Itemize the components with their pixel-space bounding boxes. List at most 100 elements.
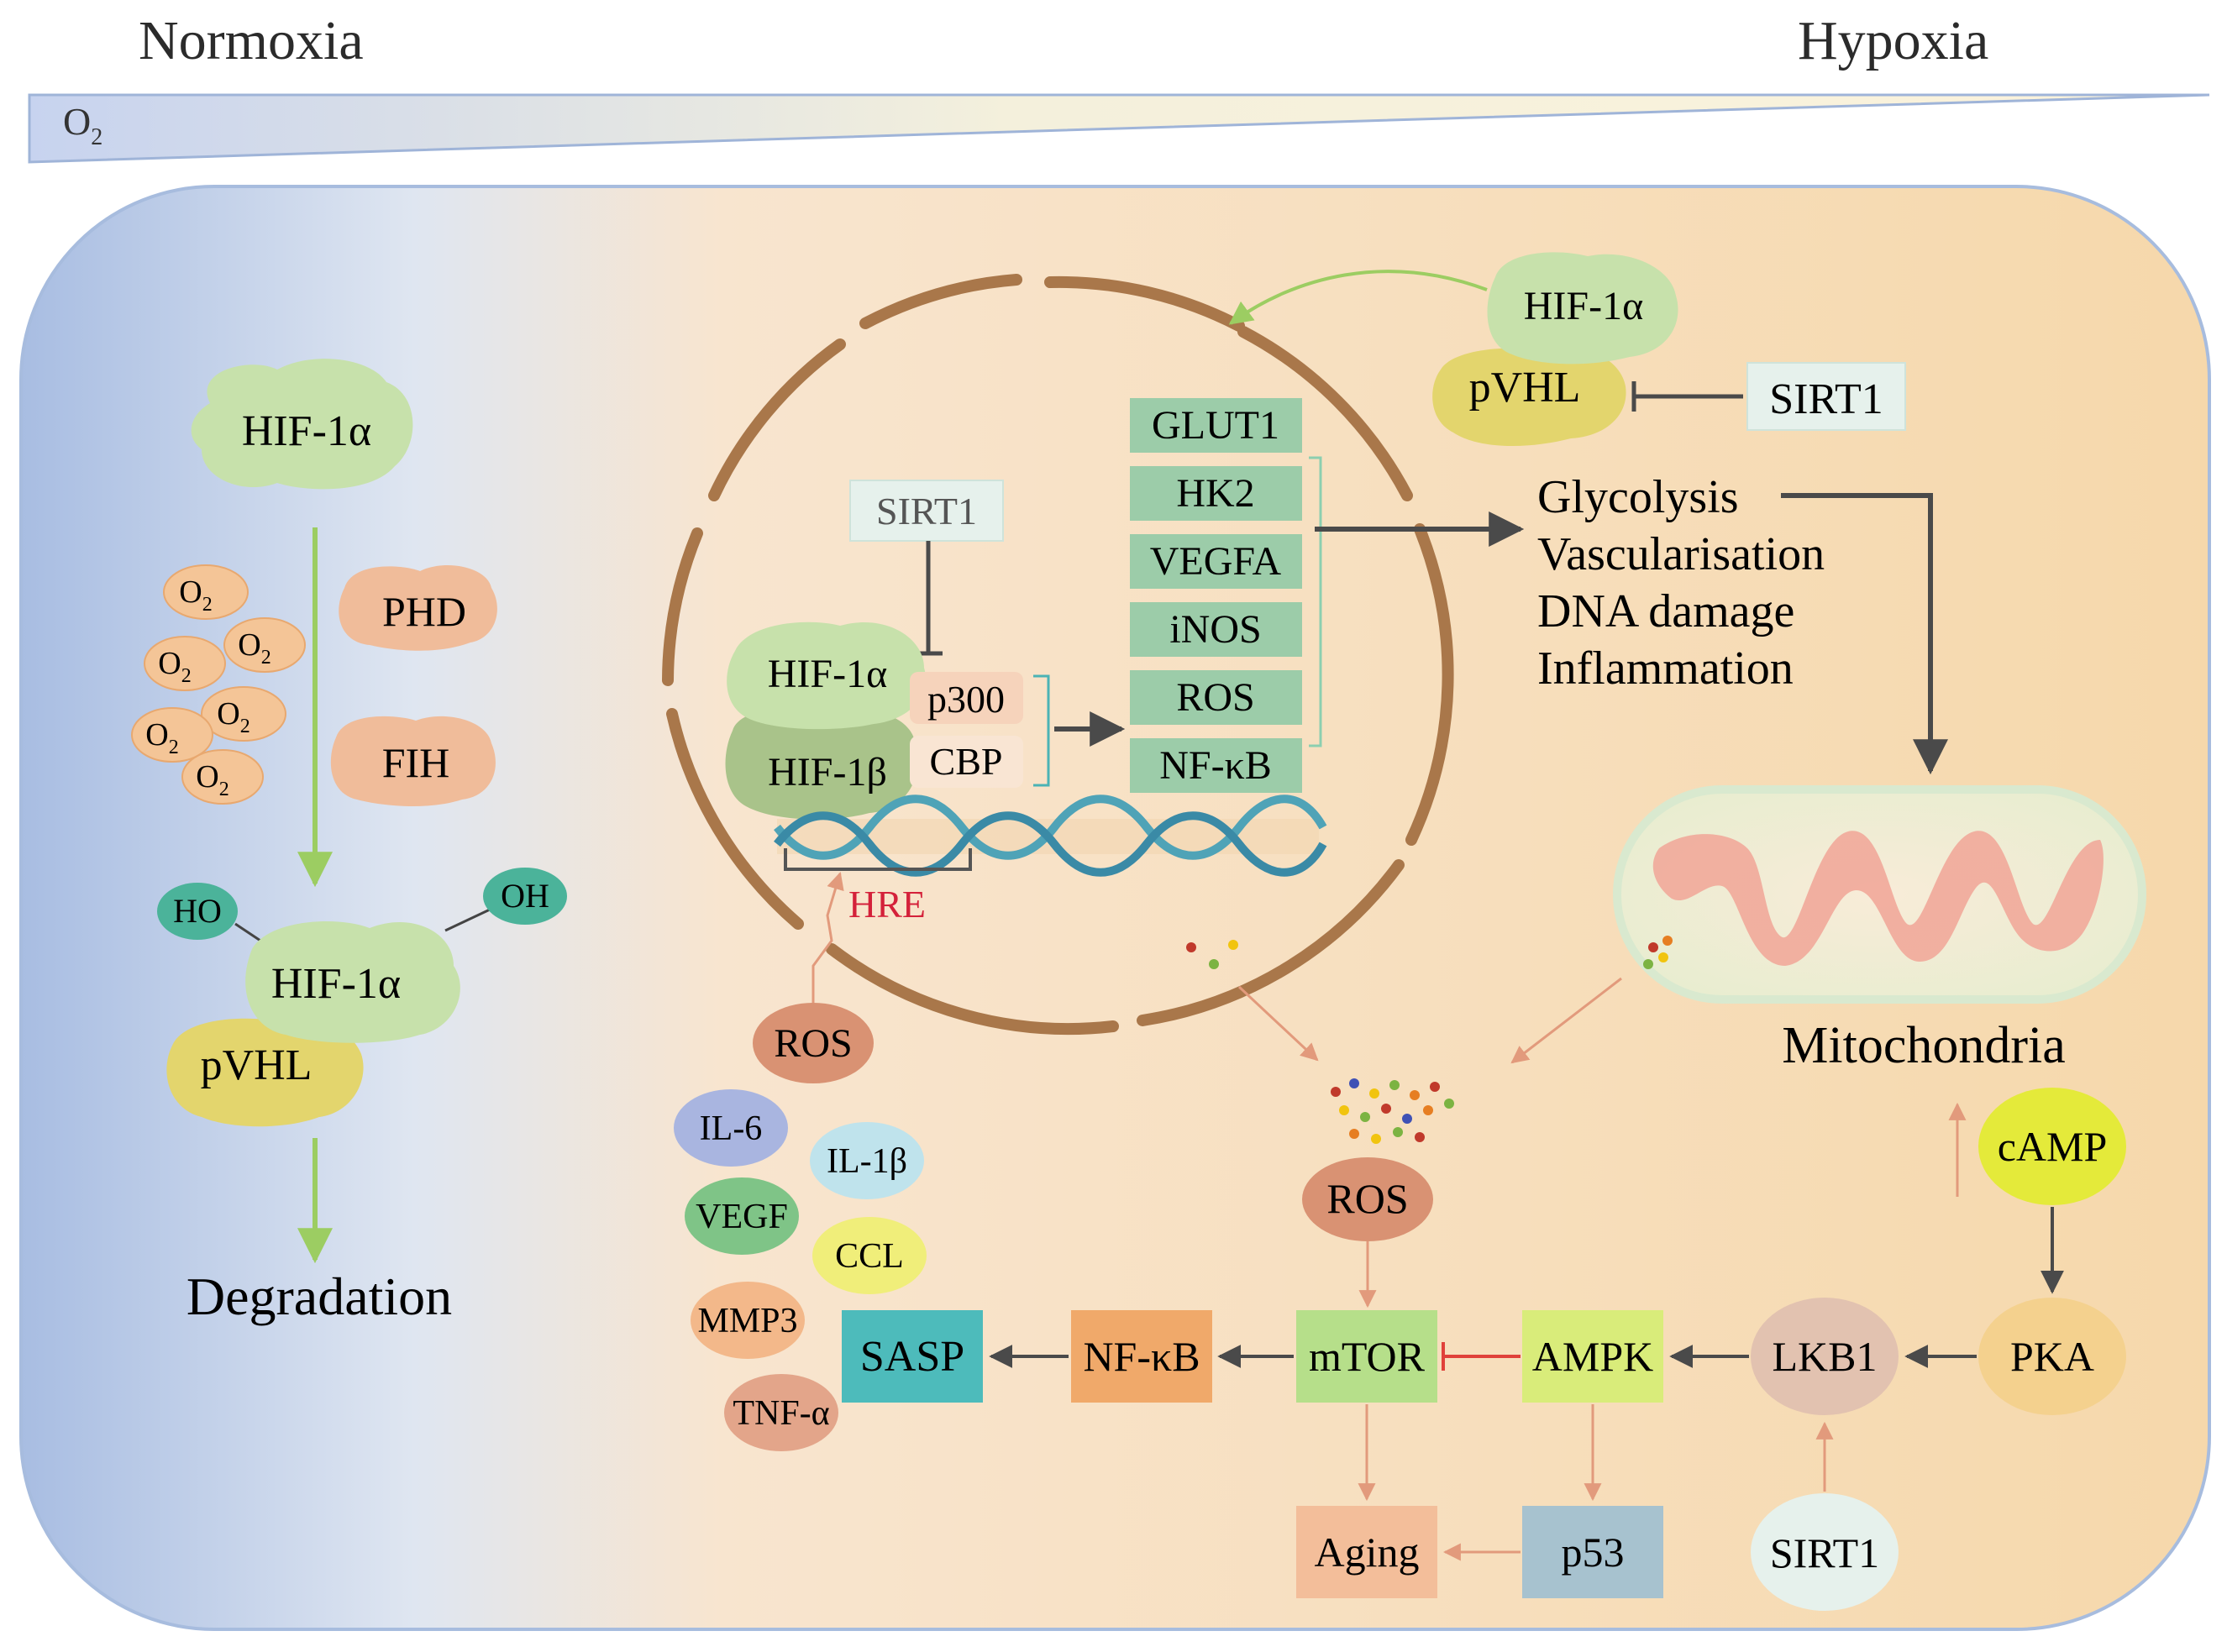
hypoxia-label: Hypoxia	[1798, 10, 1988, 71]
ros-left-node	[753, 1003, 874, 1083]
outcomes-to-mitochondria-arrow	[1781, 493, 1948, 775]
hif1b-nuclear-label: HIF-1β	[768, 750, 887, 795]
vegf-node	[685, 1177, 799, 1255]
aging-label: Aging	[1315, 1529, 1420, 1576]
nuclear-sirt1-box	[849, 480, 1004, 542]
mitochondrion-ros-dots	[1643, 936, 1673, 969]
nuclear-membrane-segment	[1044, 275, 1245, 332]
mtor-box	[1296, 1310, 1437, 1403]
lkb1-label: LKB1	[1773, 1333, 1878, 1380]
ampk-label: AMPK	[1532, 1333, 1653, 1380]
mitochondria-label: Mitochondria	[1782, 1017, 2066, 1074]
target-gene-label: ROS	[1176, 675, 1254, 720]
hif1a-mid-blob	[245, 921, 460, 1043]
oh-label: OH	[501, 877, 549, 915]
vegf-label: VEGF	[696, 1198, 788, 1236]
oxygen-gradient-wedge	[28, 93, 2210, 164]
pvhl-top-shape	[1432, 348, 1626, 447]
il1b-label: IL-1β	[827, 1142, 907, 1181]
mitochondrion-cristae	[1652, 831, 2104, 966]
p300-box	[910, 672, 1023, 724]
nfkb-box	[1071, 1310, 1212, 1403]
hif1a-nuclear-label: HIF-1α	[768, 652, 887, 696]
ros-dot	[1402, 1114, 1412, 1124]
nfkb-label: NF-κB	[1083, 1333, 1200, 1380]
ros-dot	[1658, 952, 1668, 962]
hif1b-nuclear-shape	[725, 706, 918, 820]
hre-label: HRE	[848, 883, 926, 926]
oxygen-cluster: O2 O2 O2 O2 O2 O2	[131, 564, 306, 805]
il6-node	[674, 1089, 788, 1167]
target-gene-label: HK2	[1176, 471, 1254, 516]
target-gene-box	[1130, 398, 1302, 453]
oxygen-label: O2	[179, 574, 212, 616]
nucleus: SIRT1 HIF-1α HIF-1β p300 CBP GLUT1 HK2 V…	[662, 274, 1454, 1036]
target-gene-label: NF-κB	[1159, 743, 1272, 788]
outcome-dna-damage: DNA damage	[1537, 585, 1794, 637]
nuclear-membrane-segment	[859, 274, 1022, 329]
sirt1-top-label: SIRT1	[1769, 375, 1883, 423]
nuclear-membrane-segment	[666, 708, 804, 930]
ros-dot	[1349, 1078, 1359, 1088]
pka-node	[1978, 1298, 2126, 1415]
ros-dot	[1415, 1132, 1425, 1142]
oxygen-label: O2	[158, 646, 191, 687]
oxygen-molecule	[163, 564, 249, 620]
tnfa-label: TNF-α	[733, 1394, 829, 1433]
ros-dot	[1643, 959, 1653, 969]
ros-dot	[1371, 1134, 1381, 1144]
hre-bracket	[784, 848, 972, 871]
ros-to-hre-arrow	[811, 871, 844, 1004]
ros-dot	[1331, 1087, 1341, 1097]
oxygen-label: O2	[217, 696, 249, 737]
ros-dot	[1369, 1088, 1379, 1099]
p53-label: p53	[1562, 1529, 1625, 1576]
nuclear-membrane-segment	[708, 338, 846, 501]
nuclear-membrane-segment	[826, 943, 1119, 1036]
hif1a-to-nucleus-arrow	[1228, 270, 1488, 325]
phd-label: PHD	[382, 588, 466, 635]
ros-dot	[1393, 1127, 1403, 1137]
ros-dot	[1209, 959, 1219, 969]
target-gene-box	[1130, 602, 1302, 657]
target-gene-box	[1130, 738, 1302, 793]
phd-enzyme-shape	[339, 564, 497, 651]
ros-dot	[1662, 936, 1673, 946]
ros-left-label: ROS	[774, 1021, 852, 1066]
target-gene-box	[1130, 466, 1302, 521]
oxygen-molecule	[201, 686, 286, 742]
fih-label: FIH	[382, 739, 450, 786]
hif1a-mid-label: HIF-1α	[271, 960, 401, 1008]
fih-enzyme-shape	[330, 716, 496, 806]
ccl-label: CCL	[835, 1237, 904, 1276]
mmp3-label: MMP3	[697, 1302, 797, 1340]
target-gene-box	[1130, 534, 1302, 589]
outcome-vascularisation: Vascularisation	[1537, 528, 1825, 580]
nuclear-membrane-segment	[1237, 326, 1413, 501]
cbp-box	[910, 736, 1023, 788]
ros-dot	[1339, 1105, 1349, 1115]
ros-dot	[1444, 1099, 1454, 1109]
oxygen-molecule	[144, 636, 226, 691]
hif1a-top-right-label: HIF-1α	[1524, 284, 1643, 328]
dna-strand	[774, 795, 1327, 860]
ampk-box	[1522, 1310, 1663, 1403]
ros-dot	[1381, 1104, 1391, 1114]
ros-dot	[1389, 1080, 1400, 1090]
nuclear-sirt1-label: SIRT1	[876, 490, 977, 532]
nuclear-membrane-segment	[662, 527, 703, 686]
sasp-factors: IL-6 IL-1β VEGF CCL MMP3 TNF-α	[674, 1089, 927, 1451]
ros-dot	[1430, 1082, 1440, 1092]
lkb1-node	[1751, 1298, 1899, 1415]
target-bracket	[1309, 456, 1322, 747]
pvhl-top-label: pVHL	[1469, 364, 1581, 412]
ros-dot	[1349, 1129, 1359, 1139]
cbp-label: CBP	[930, 740, 1003, 783]
sasp-label: SASP	[860, 1333, 964, 1381]
pvhl-shape	[166, 1018, 364, 1127]
oxygen-molecule	[223, 617, 306, 673]
pvhl-label: pVHL	[201, 1041, 313, 1089]
dna-helix	[774, 795, 1327, 877]
p300-label: p300	[927, 678, 1005, 721]
